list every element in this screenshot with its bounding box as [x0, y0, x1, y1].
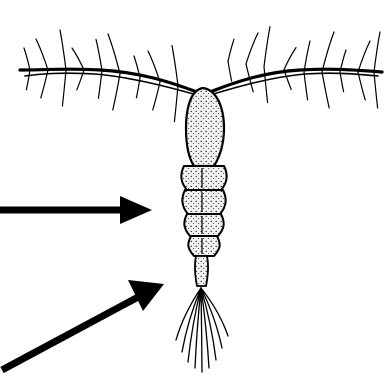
- arrow-to-tail: [2, 280, 164, 370]
- body-segments: [181, 166, 226, 256]
- antenna-bristle: [172, 46, 178, 86]
- antenna-bristle: [113, 74, 120, 110]
- antenna-bristle: [246, 33, 258, 64]
- antenna-bristle: [174, 86, 178, 122]
- arrow-to-body-segments: [0, 196, 152, 224]
- antenna-bristle: [304, 41, 310, 72]
- copepod: [20, 27, 382, 372]
- body-segment: [188, 236, 219, 256]
- antenna-bristle: [24, 48, 30, 70]
- antenna-bristle: [358, 72, 365, 100]
- antenna-bristle: [26, 70, 30, 90]
- tail-bristle: [201, 288, 202, 372]
- body-segment: [181, 166, 226, 190]
- antenna-bristle: [36, 39, 48, 70]
- antenna-bristle: [153, 82, 160, 110]
- antenna-bristle: [228, 61, 232, 81]
- antenna-bristle: [284, 48, 296, 70]
- tail-bristles: [176, 288, 228, 372]
- antenna-bristle: [264, 67, 268, 103]
- antenna-bristle: [358, 41, 370, 72]
- antenna-bristle: [264, 27, 270, 67]
- antenna-bristle: [62, 70, 66, 106]
- urosome: [195, 256, 208, 286]
- right-antenna: [210, 27, 382, 108]
- antenna-bristle: [304, 72, 308, 100]
- body-segment: [184, 214, 223, 236]
- antenna-bristle: [374, 72, 378, 108]
- antenna-bristle: [340, 72, 344, 92]
- antenna-bristle: [322, 32, 334, 72]
- antenna-bristle: [108, 34, 120, 74]
- antenna-bristle: [96, 39, 102, 70]
- left-antenna: [20, 30, 197, 122]
- antenna-bristle: [228, 39, 234, 61]
- body-segment: [182, 190, 225, 214]
- antenna-bristle: [60, 30, 66, 70]
- head-segment: [186, 88, 224, 166]
- antenna-bristle: [374, 32, 380, 72]
- antenna-bristle: [322, 72, 329, 108]
- antenna-bristle: [72, 48, 84, 70]
